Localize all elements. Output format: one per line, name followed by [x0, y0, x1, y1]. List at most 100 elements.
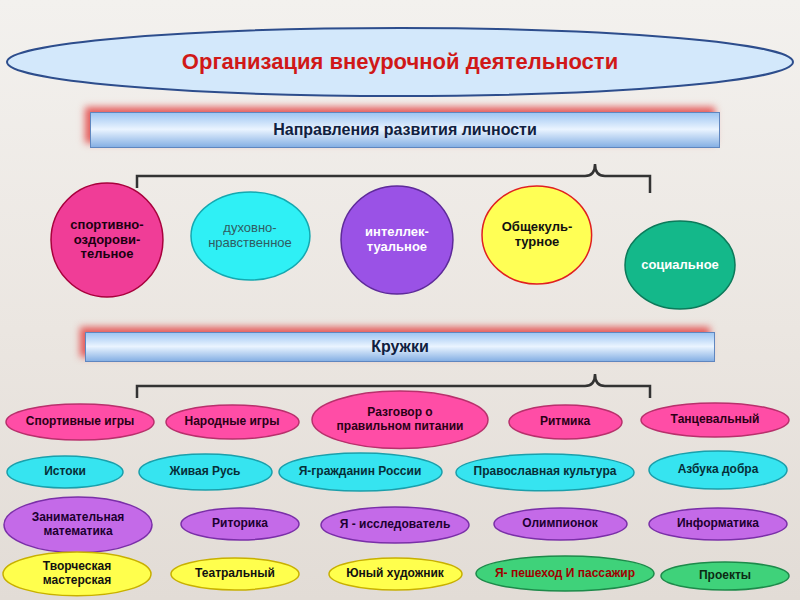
club-ellipse: Информатика — [648, 507, 788, 541]
node-label: Информатика — [677, 517, 759, 531]
outline-ellipse — [3, 552, 151, 596]
text-holder: Разговор о правильном питании — [311, 390, 489, 450]
text-holder: духовно-нравственное — [190, 191, 311, 281]
text-holder: Юный художник — [328, 557, 463, 591]
club-ellipse: Живая Русь — [138, 453, 273, 491]
outline-ellipse — [509, 405, 622, 439]
outline-ellipse — [4, 497, 152, 553]
club-ellipse: Творческая мастерская — [2, 551, 152, 597]
outline-ellipse — [456, 454, 634, 491]
text-holder: Занимательная математика — [3, 496, 153, 554]
outline-ellipse — [341, 186, 453, 294]
text-holder: социальное — [624, 220, 736, 310]
club-ellipse: Спортивные игры — [5, 403, 155, 441]
outline-ellipse — [312, 391, 488, 449]
node-label: Я- пешеход И пассажир — [495, 567, 635, 581]
text-holder: Ритмика — [508, 404, 623, 440]
club-ellipse: Разговор о правильном питании — [311, 390, 489, 450]
node-label: Общекуль-турное — [495, 220, 579, 250]
node-label: Проекты — [699, 569, 751, 583]
outline-ellipse — [51, 183, 163, 297]
outline-ellipse — [279, 453, 442, 491]
direction-circle: Общекуль-турное — [481, 185, 593, 285]
club-ellipse: Театральный — [170, 557, 300, 591]
node-label: Олимпионок — [522, 517, 598, 531]
node-label: духовно-нравственное — [204, 221, 296, 251]
text-holder: Спортивные игры — [5, 403, 155, 441]
club-ellipse: Я - исследователь — [320, 506, 470, 544]
node-label: спортивно-оздорови-тельное — [64, 218, 150, 263]
outline-ellipse — [191, 192, 310, 280]
outline-ellipse — [321, 507, 469, 543]
outline-ellipse — [649, 451, 787, 489]
node-label: социальное — [641, 258, 719, 273]
outline-ellipse — [476, 556, 654, 591]
text-holder: интеллек-туальное — [340, 185, 454, 295]
text-holder: Православная культура — [455, 453, 635, 492]
node-label: Народные игры — [185, 415, 280, 429]
text-holder: Творческая мастерская — [2, 551, 152, 597]
club-ellipse: Риторика — [180, 507, 300, 541]
club-ellipse: Я-гражданин России — [278, 452, 443, 492]
outline-ellipse — [6, 404, 154, 440]
node-label: Творческая мастерская — [32, 560, 122, 588]
text-holder: Азбука добра — [648, 450, 788, 490]
text-holder: Олимпионок — [493, 507, 628, 541]
node-label: интеллек-туальное — [354, 225, 440, 255]
text-holder: Танцевальный — [640, 402, 790, 438]
text-holder: Я- пешеход И пассажир — [475, 555, 655, 592]
text-holder: Я-гражданин России — [278, 452, 443, 492]
direction-circle: спортивно-оздорови-тельное — [50, 182, 164, 298]
node-label: Юный художник — [346, 567, 444, 581]
text-holder: Кружки — [86, 333, 714, 361]
outline-ellipse — [641, 403, 789, 437]
node-label: Театральный — [195, 567, 275, 581]
node-label: Спортивные игры — [26, 415, 135, 429]
node-label: Живая Русь — [170, 465, 241, 479]
text-holder: Живая Русь — [138, 453, 273, 491]
direction-circle: социальное — [624, 220, 736, 310]
node-label: Кружки — [371, 338, 429, 356]
text-holder: Направления развития личности — [91, 113, 719, 147]
club-ellipse: Занимательная математика — [3, 496, 153, 554]
club-ellipse: Ритмика — [508, 404, 623, 440]
direction-circle: духовно-нравственное — [190, 191, 311, 281]
outline-ellipse — [166, 405, 299, 439]
text-holder: спортивно-оздорови-тельное — [50, 182, 164, 298]
node-label: Ритмика — [540, 415, 590, 429]
outline-ellipse — [329, 558, 462, 590]
text-holder: Театральный — [170, 557, 300, 591]
node-label: Разговор о правильном питании — [333, 406, 468, 434]
club-ellipse: Народные игры — [165, 404, 300, 440]
outline-ellipse — [7, 456, 123, 488]
text-holder: Информатика — [648, 507, 788, 541]
node-label: Азбука добра — [678, 463, 759, 477]
text-holder: Народные игры — [165, 404, 300, 440]
outline-ellipse — [649, 508, 787, 540]
node-label: Православная культура — [474, 465, 617, 479]
node-label: Танцевальный — [671, 413, 760, 427]
text-holder: Я - исследователь — [320, 506, 470, 544]
direction-circle: интеллек-туальное — [340, 185, 454, 295]
node-label: Занимательная математика — [23, 511, 133, 539]
section-band: Кружки — [85, 332, 715, 362]
node-label: Истоки — [44, 465, 86, 479]
club-ellipse: Православная культура — [455, 453, 635, 492]
outline-ellipse — [171, 558, 299, 590]
club-ellipse: Юный художник — [328, 557, 463, 591]
outline-ellipse — [139, 454, 272, 490]
text-holder: Проекты — [660, 561, 790, 591]
outline-ellipse — [181, 508, 299, 540]
node-label: Я-гражданин России — [299, 465, 422, 479]
node-label: Риторика — [212, 517, 268, 531]
club-ellipse: Я- пешеход И пассажир — [475, 555, 655, 592]
text-holder: Истоки — [6, 455, 124, 489]
club-ellipse: Танцевальный — [640, 402, 790, 438]
node-label: Направления развития личности — [273, 121, 537, 139]
club-ellipse: Олимпионок — [493, 507, 628, 541]
outline-ellipse — [661, 562, 789, 590]
text-holder: Риторика — [180, 507, 300, 541]
node-label: Я - исследователь — [340, 518, 451, 532]
diagram-title: Организация внеурочной деятельности — [0, 49, 800, 75]
